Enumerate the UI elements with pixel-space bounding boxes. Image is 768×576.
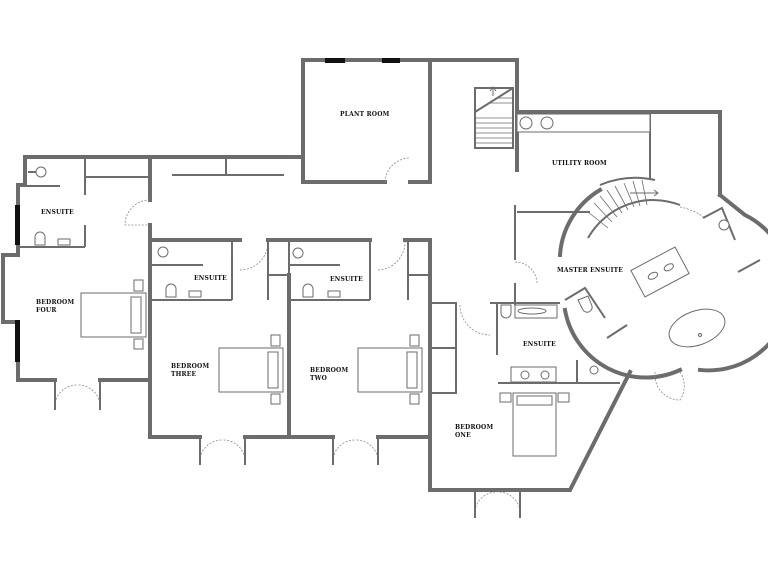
label-line: FOUR: [36, 307, 57, 314]
toilet-icon: [165, 283, 177, 298]
room-label-ensuite-one: ENSUITE: [523, 341, 556, 348]
master-ensuite-walls: [557, 176, 768, 401]
room-label-master-ensuite: MASTER ENSUITE: [557, 267, 624, 274]
window-icon: [15, 205, 20, 245]
label-line: TWO: [310, 375, 328, 382]
label-line: BEDROOM: [171, 363, 210, 370]
window-icon: [325, 58, 345, 63]
toilet-icon: [500, 304, 512, 319]
washing-machine-icon: [519, 116, 533, 130]
room-label-ensuite-three: ENSUITE: [194, 275, 227, 282]
sink-icon: [57, 238, 71, 246]
toilet-icon: [302, 283, 314, 298]
bathtub-icon: [668, 308, 726, 348]
plant-room-walls: [301, 58, 519, 184]
stairs-icon: [474, 86, 514, 149]
toilet-icon: [34, 231, 46, 246]
label-line: BEDROOM: [310, 367, 349, 374]
label-line: BEDROOM: [36, 299, 75, 306]
vanity-icon: [630, 246, 690, 298]
label-line: ONE: [455, 432, 471, 439]
utility-room-walls: [514, 110, 722, 305]
room-label-ensuite-two: ENSUITE: [330, 276, 363, 283]
room-label-plant-room: PLANT ROOM: [340, 111, 390, 118]
window-icon: [15, 320, 20, 362]
room-label-utility-room: UTILITY ROOM: [552, 160, 607, 167]
bedroom-four-walls: [1, 155, 305, 439]
toilet-icon: [577, 295, 593, 313]
room-label-ensuite-four: ENSUITE: [41, 209, 74, 216]
label-line: BEDROOM: [455, 424, 494, 431]
bedroom-one-walls: [428, 238, 633, 519]
dryer-icon: [540, 116, 554, 130]
label-line: THREE: [171, 371, 197, 378]
bedroom-two-three-walls: [148, 238, 432, 466]
window-icon: [382, 58, 400, 63]
